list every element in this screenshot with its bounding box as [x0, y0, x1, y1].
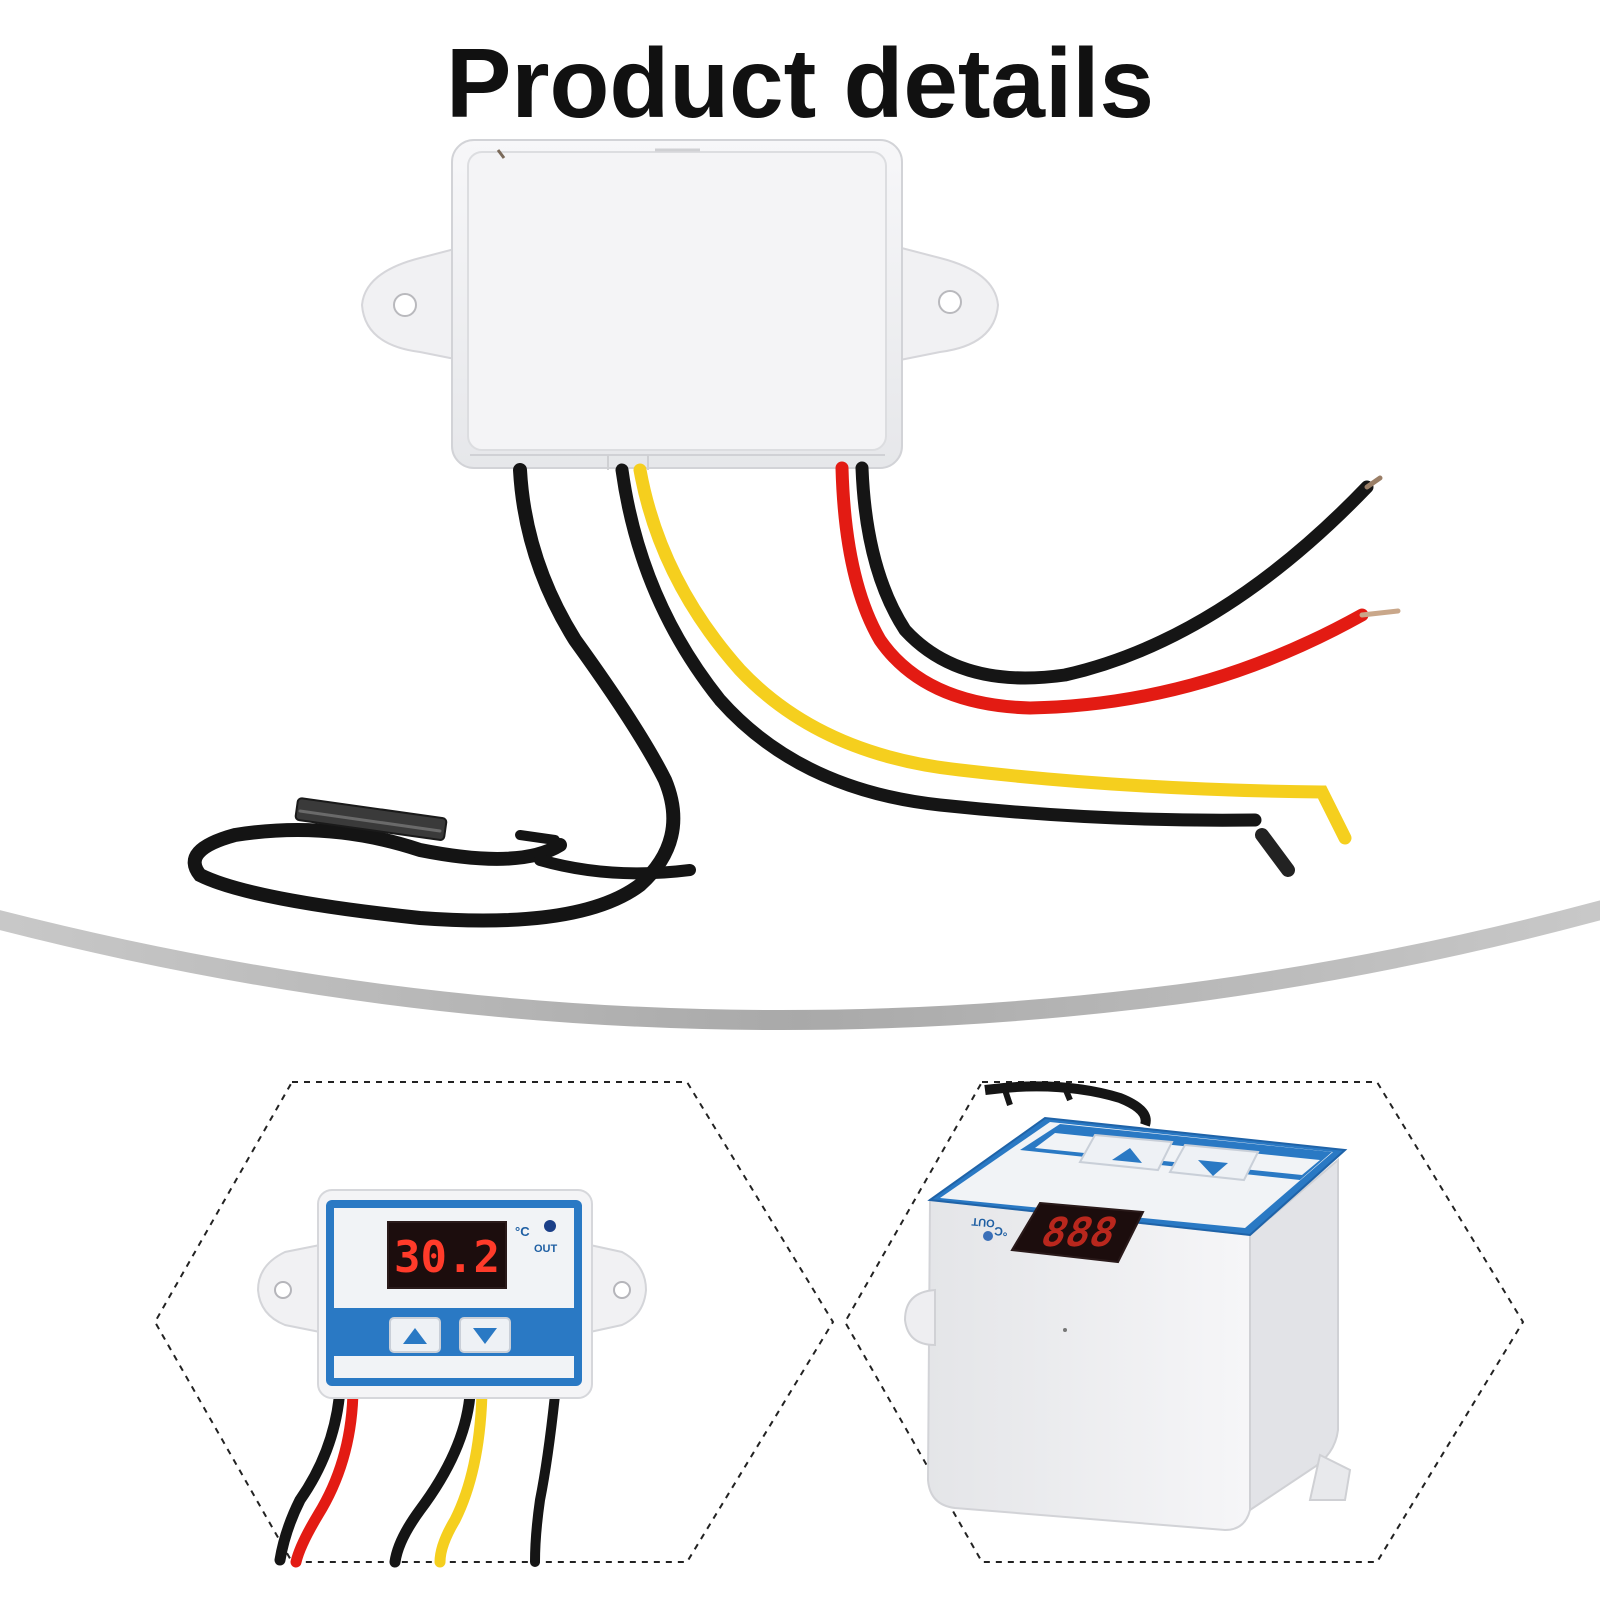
angled-led-indicator-icon — [983, 1231, 993, 1241]
wire-bundle-top — [187, 461, 1401, 928]
up-arrow-icon — [403, 1328, 427, 1344]
angled-display — [1010, 1201, 1145, 1264]
front-mounting-hole-left — [274, 1281, 292, 1299]
angled-view-inset: 888 °C OUT — [843, 1081, 1525, 1563]
angled-unit-label: °C — [993, 1224, 1008, 1239]
angled-display-reading: 888 — [1035, 1209, 1124, 1255]
page-title: Product details — [446, 28, 1154, 138]
front-out-label: OUT — [534, 1243, 558, 1255]
front-display-reading: 30.2 — [394, 1232, 500, 1283]
front-unit-label: °C — [515, 1224, 530, 1239]
red-wire — [835, 461, 1369, 715]
mounting-hole-left — [393, 293, 417, 317]
angled-up-arrow-icon — [1112, 1148, 1142, 1163]
led-indicator-icon — [544, 1220, 556, 1232]
angled-out-label: OUT — [971, 1215, 995, 1229]
front-mounting-hole-right — [613, 1281, 631, 1299]
front-display — [387, 1221, 507, 1289]
housing-lid — [467, 151, 887, 451]
yellow-wire — [633, 463, 1352, 845]
section-divider-arc — [0, 900, 1600, 1031]
front-view-inset: 30.2 °C OUT — [153, 1081, 835, 1568]
black-wire-upper — [855, 461, 1374, 685]
mounting-hole-right — [938, 290, 962, 314]
black-wire-lower — [615, 463, 1262, 827]
controller-back-view — [360, 139, 1000, 470]
sensor-cable — [187, 463, 681, 928]
angled-down-arrow-icon — [1198, 1160, 1228, 1176]
angled-housing-side — [926, 1198, 1251, 1532]
down-arrow-icon — [473, 1328, 497, 1344]
temperature-probe — [294, 797, 448, 841]
